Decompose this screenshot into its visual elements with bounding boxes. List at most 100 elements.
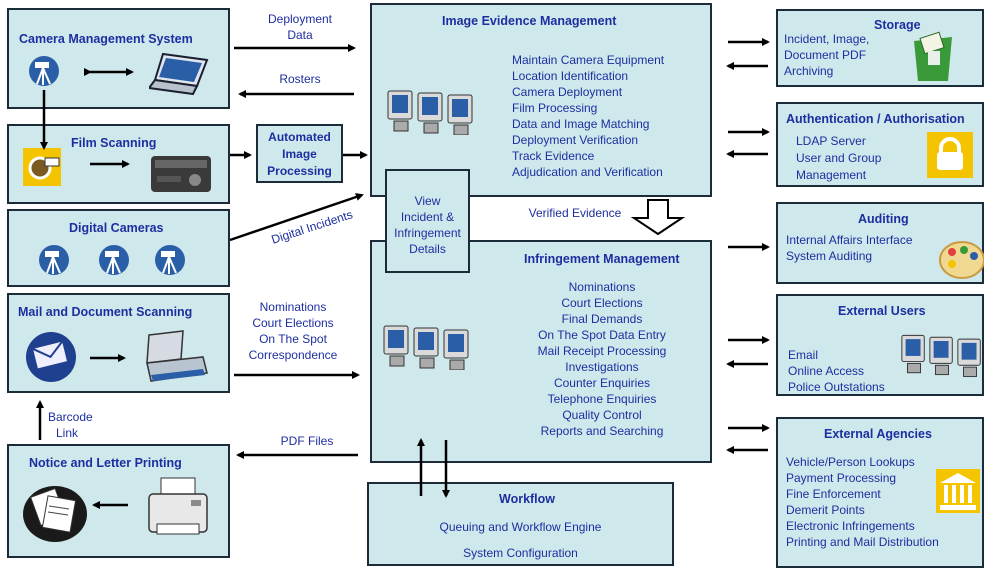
- view-incident-line-3: Infringement: [394, 226, 461, 240]
- external-agencies-item: Payment Processing: [786, 471, 897, 485]
- deployment-data-line-1: Deployment: [267, 12, 333, 26]
- auth-item: LDAP Server: [796, 134, 866, 148]
- barcode-link-line-1: Barcode: [48, 410, 93, 424]
- infringement-item: Telephone Enquiries: [547, 392, 657, 406]
- external-agencies-title: External Agencies: [824, 427, 932, 441]
- deployment-data-line-2: Data: [287, 28, 313, 42]
- image-evidence-item: Camera Deployment: [512, 85, 623, 99]
- external-users-title: External Users: [838, 304, 926, 318]
- external-agencies-box[interactable]: External Agencies Vehicle/Person Lookups…: [776, 417, 984, 568]
- view-incident-line-2: Incident &: [400, 210, 455, 224]
- image-evidence-item: Track Evidence: [512, 149, 595, 163]
- workflow-box[interactable]: Workflow Queuing and Workflow Engine Sys…: [367, 482, 674, 566]
- automated-processing-box[interactable]: Automated Image Processing: [256, 124, 343, 183]
- camera-tripod-icon: [29, 54, 59, 91]
- infringement-item: Investigations: [565, 360, 639, 374]
- laptop-icon: [147, 52, 211, 99]
- auth-title: Authentication / Authorisation: [786, 112, 965, 126]
- infringement-item: Nominations: [568, 280, 636, 294]
- storage-item: Archiving: [784, 64, 834, 78]
- external-agencies-item: Electronic Infringements: [786, 519, 915, 533]
- infringement-title: Infringement Management: [524, 252, 680, 266]
- digital-cameras-title: Digital Cameras: [69, 221, 164, 235]
- external-agencies-item: Demerit Points: [786, 503, 865, 517]
- image-evidence-box[interactable]: Image Evidence Management Maintain Camer…: [370, 3, 712, 197]
- auth-item: User and Group: [796, 151, 882, 165]
- camera-management-title: Camera Management System: [19, 32, 193, 46]
- nominations-flow-line-1: Nominations: [259, 300, 327, 314]
- infringement-item: Court Elections: [561, 296, 643, 310]
- infringement-item: Final Demands: [561, 312, 643, 326]
- verified-evidence-arrow: [630, 199, 686, 236]
- image-evidence-title: Image Evidence Management: [442, 14, 617, 28]
- auditing-title: Auditing: [858, 212, 909, 226]
- workflow-item: Queuing and Workflow Engine: [439, 520, 602, 534]
- barcode-link-label: Barcode Link: [48, 410, 108, 440]
- view-incident-box[interactable]: View Incident & Infringement Details: [385, 169, 470, 273]
- external-agencies-item: Fine Enforcement: [786, 487, 881, 501]
- image-evidence-item: Deployment Verification: [512, 133, 639, 147]
- computer-monitors-icon: [382, 324, 472, 373]
- infringement-item: Mail Receipt Processing: [537, 344, 667, 358]
- view-incident-line-4: Details: [409, 242, 446, 256]
- image-evidence-item: Film Processing: [512, 101, 598, 115]
- external-users-item: Online Access: [788, 364, 865, 378]
- image-evidence-item: Data and Image Matching: [512, 117, 650, 131]
- flatbed-scanner-icon: [143, 329, 209, 390]
- external-users-item: Email: [788, 348, 819, 362]
- mail-scanning-box[interactable]: Mail and Document Scanning: [7, 293, 230, 393]
- notice-printing-title: Notice and Letter Printing: [29, 456, 182, 470]
- camera-tripod-icon: [155, 243, 185, 280]
- view-incident-line-1: View: [414, 194, 441, 208]
- image-evidence-item: Maintain Camera Equipment: [512, 53, 665, 67]
- envelope-icon: [25, 331, 77, 386]
- external-users-item: Police Outstations: [788, 380, 885, 394]
- film-scanning-title: Film Scanning: [71, 136, 157, 150]
- printer-icon: [145, 474, 211, 543]
- nominations-flow-line-3: On The Spot: [259, 332, 327, 346]
- documents-pile-icon: [21, 480, 89, 547]
- nominations-flow-label: Nominations Court Elections On The Spot …: [236, 300, 350, 362]
- storage-item: Incident, Image,: [784, 32, 870, 46]
- infringement-item: Quality Control: [562, 408, 642, 422]
- infringement-item: Counter Enquiries: [553, 376, 651, 390]
- film-scanner-icon: [149, 150, 215, 199]
- barcode-link-line-2: Link: [56, 426, 79, 440]
- image-evidence-item: Adjudication and Verification: [512, 165, 663, 179]
- padlock-icon: [927, 132, 973, 181]
- deployment-data-label: Deployment Data: [250, 12, 350, 42]
- nominations-flow-line-2: Court Elections: [252, 316, 334, 330]
- auditing-box[interactable]: Auditing Internal Affairs Interface Syst…: [776, 202, 984, 284]
- rosters-label: Rosters: [279, 72, 321, 86]
- workflow-title: Workflow: [499, 492, 556, 506]
- external-users-box[interactable]: External Users Email Online Access Polic…: [776, 294, 984, 396]
- computer-monitors-icon: [386, 89, 476, 138]
- storage-item: Document PDF: [784, 48, 867, 62]
- infringement-box[interactable]: Infringement Management Nominations Cour…: [370, 240, 712, 463]
- storage-title: Storage: [874, 18, 921, 32]
- external-agencies-item: Vehicle/Person Lookups: [786, 455, 915, 469]
- storage-bin-icon: [908, 31, 958, 86]
- digital-cameras-box[interactable]: Digital Cameras: [7, 209, 230, 287]
- camera-tripod-icon: [99, 243, 129, 280]
- mail-scanning-title: Mail and Document Scanning: [18, 305, 193, 319]
- automated-processing-line-3: Processing: [267, 164, 332, 178]
- image-evidence-item: Location Identification: [512, 69, 629, 83]
- nominations-flow-line-4: Correspondence: [248, 348, 338, 362]
- auditing-item: System Auditing: [786, 249, 873, 263]
- pdf-files-label: PDF Files: [280, 434, 334, 448]
- auth-box[interactable]: Authentication / Authorisation LDAP Serv…: [776, 102, 984, 187]
- infringement-item: Reports and Searching: [540, 424, 664, 438]
- film-roll-icon: [23, 148, 61, 189]
- auth-item: Management: [796, 168, 867, 182]
- palette-icon: [938, 238, 984, 285]
- automated-processing-line-1: Automated: [268, 130, 331, 144]
- infringement-item: On The Spot Data Entry: [538, 328, 666, 342]
- workflow-item: System Configuration: [463, 546, 578, 560]
- government-building-icon: [936, 469, 980, 516]
- automated-processing-line-2: Image: [282, 147, 317, 161]
- computer-monitors-icon: [900, 332, 984, 381]
- storage-box[interactable]: Storage Incident, Image, Document PDF Ar…: [776, 9, 984, 87]
- notice-printing-box[interactable]: Notice and Letter Printing: [7, 444, 230, 558]
